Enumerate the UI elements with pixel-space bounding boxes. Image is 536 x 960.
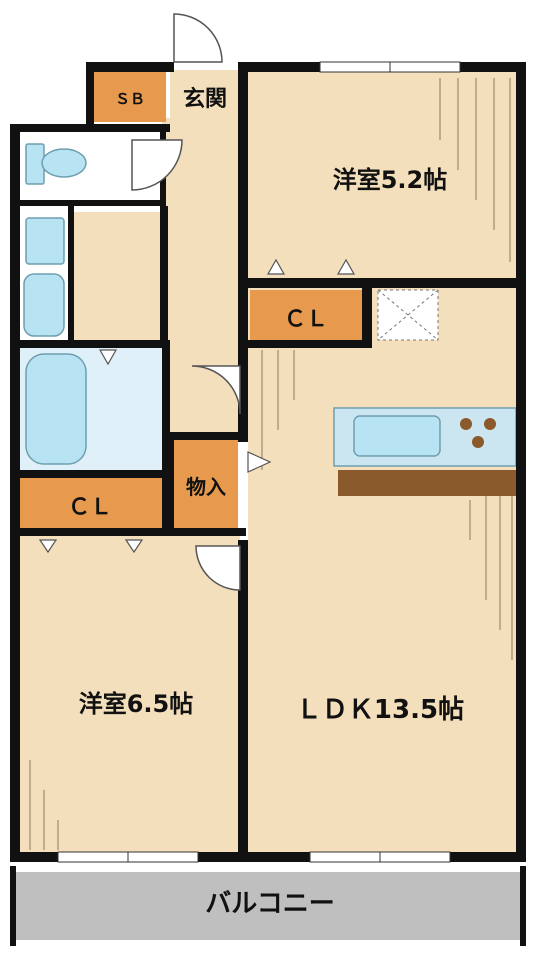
washbasin-icon [25,217,65,265]
closet-2-area [20,478,162,528]
shoe-box-label: ＳＢ [115,90,145,108]
closet-1-label: ＣＬ [284,307,328,332]
room-fills [14,70,524,940]
entrance-label: 玄関 [183,86,227,112]
toilet-icon [25,143,87,185]
balcony-floor [14,872,524,940]
bathtub-icon [25,353,87,465]
windows [57,61,461,863]
entrance-floor [170,70,240,118]
storage-area [174,440,238,528]
ldk-label: ＬＤＫ13.5帖 [296,695,464,725]
balcony-label: バルコニー [205,889,334,919]
kitchen-sink-icon [353,415,441,457]
floor-hatch-lines [29,78,513,850]
hallway-floor [162,118,240,436]
shoe-box-area [94,72,166,122]
bedroom-2-floor [18,534,240,858]
washroom-floor [74,212,164,342]
ldk-floor [248,288,520,858]
washing-machine-icon [23,273,65,337]
bedroom-1-label: 洋室5.2帖 [333,166,448,194]
bedroom-2-label: 洋室6.5帖 [79,690,194,718]
bedroom-1-floor [248,70,520,278]
doors [38,13,356,591]
closet-2-label: ＣＬ [68,495,112,520]
closet-1-area [250,290,362,340]
stove-icon [460,418,496,448]
storage-label: 物入 [186,475,226,499]
fridge-space [377,289,439,341]
